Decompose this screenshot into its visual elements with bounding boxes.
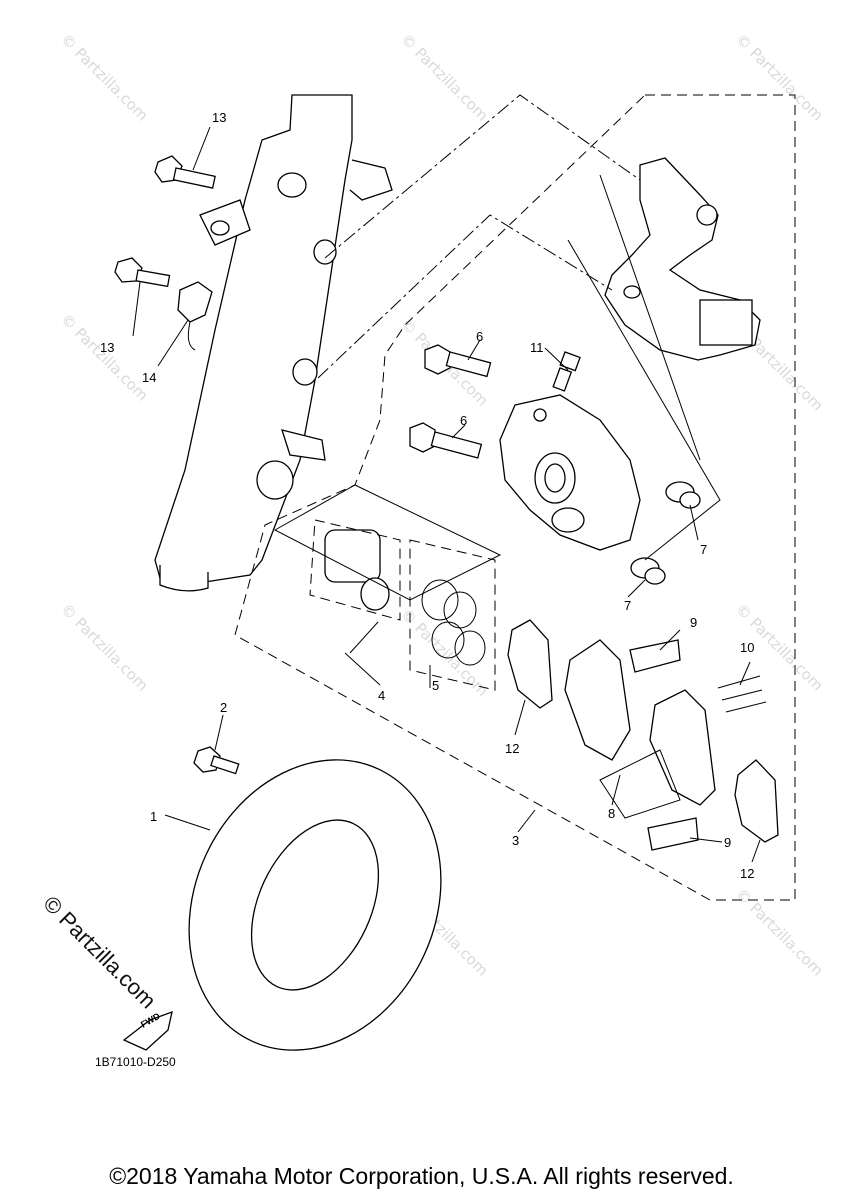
callout-2: 2 — [220, 700, 227, 715]
bleed-screw-11 — [552, 351, 581, 392]
watermark: © Partzilla.com — [57, 30, 152, 125]
callout-6-upper: 6 — [476, 329, 483, 344]
watermark: © Partzilla.com — [57, 600, 152, 695]
pad-spring-10 — [717, 675, 767, 713]
callout-8: 8 — [608, 806, 615, 821]
callout-1: 1 — [150, 809, 157, 824]
piston-4 — [324, 529, 390, 611]
watermark: © Partzilla.com — [57, 310, 152, 405]
clip-14 — [177, 281, 213, 351]
slide-pin-6-upper — [424, 344, 492, 378]
callout-13-upper: 13 — [212, 110, 226, 125]
callout-5: 5 — [432, 678, 439, 693]
callout-7-upper: 7 — [700, 542, 707, 557]
caliper-bracket — [604, 157, 761, 361]
callout-3: 3 — [512, 833, 519, 848]
slide-pin-6-lower — [409, 422, 483, 459]
bolt-13-lower — [114, 257, 171, 288]
diagram-code: 1B71010-D250 — [95, 1055, 176, 1069]
pad-12-left — [507, 619, 553, 709]
shim-9-lower — [647, 817, 699, 851]
callout-6-lower: 6 — [460, 413, 467, 428]
fwd-arrow: FWD — [122, 1011, 173, 1051]
boot-7-upper — [665, 481, 701, 509]
callout-12-right: 12 — [740, 866, 754, 881]
callout-12-left: 12 — [505, 741, 519, 756]
bolt-13-upper — [154, 155, 216, 189]
callout-4: 4 — [378, 688, 385, 703]
pad-12-right — [734, 759, 779, 843]
callout-9-upper: 9 — [690, 615, 697, 630]
partzilla-watermark: © Partzilla.com — [38, 891, 161, 1014]
callout-10: 10 — [740, 640, 754, 655]
seal-5 — [421, 579, 486, 666]
callout-13-lower: 13 — [100, 340, 114, 355]
leader-lines — [132, 126, 761, 863]
boot-7-lower — [630, 557, 666, 585]
callout-7-lower: 7 — [624, 598, 631, 613]
watermark: © Partzilla.com — [397, 30, 492, 125]
shim-9-upper — [629, 639, 681, 673]
callout-11: 11 — [530, 340, 544, 355]
fork-leg — [154, 94, 393, 592]
caliper-body — [499, 394, 641, 551]
copyright-notice: ©2018 Yamaha Motor Corporation, U.S.A. A… — [109, 1163, 734, 1189]
watermark: © Partzilla.com — [732, 885, 827, 980]
callouts: 1 2 3 4 5 6 6 7 7 8 9 9 10 11 12 12 13 1… — [100, 110, 754, 881]
brake-disc — [188, 746, 442, 1051]
group-outlines — [234, 94, 796, 901]
pad-kit-8 — [564, 639, 716, 806]
callout-9-lower: 9 — [724, 835, 731, 850]
watermark: © Partzilla.com — [732, 30, 827, 125]
callout-14: 14 — [142, 370, 156, 385]
